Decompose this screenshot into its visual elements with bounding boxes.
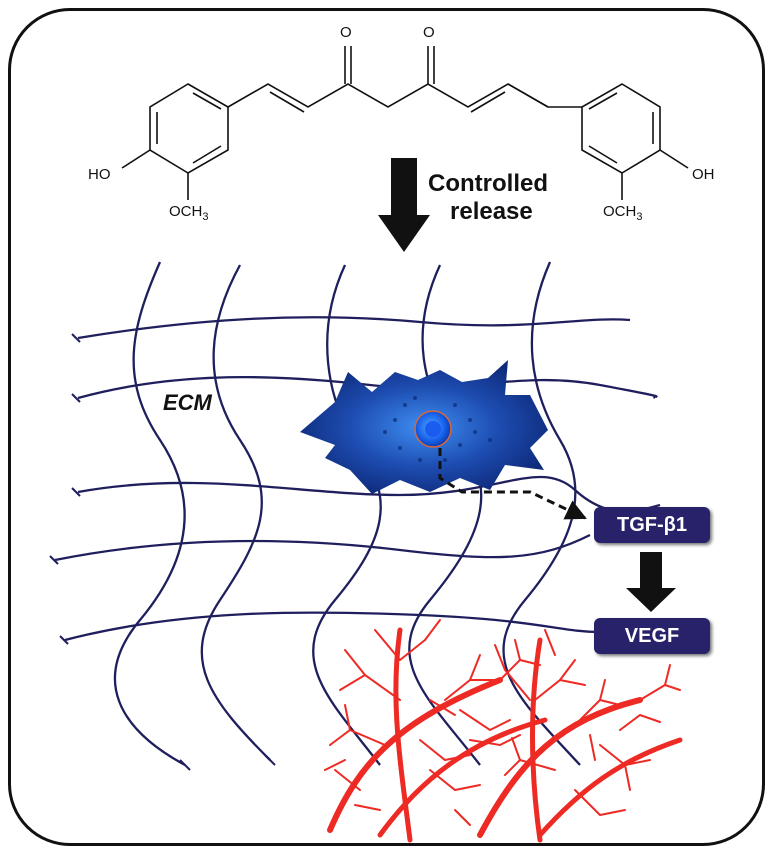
ecm-fiber-v3: [312, 264, 382, 766]
fiber-end-ticks: [49, 333, 276, 771]
ecm-fiber-network: [54, 261, 661, 767]
ecm-fiber-v1: [113, 261, 186, 767]
methoxy-left-sub: 3: [202, 211, 209, 223]
vessel-trunk-right-2: [537, 737, 683, 838]
ecm-label: ECM: [163, 390, 212, 415]
hydroxyl-right: OH: [692, 166, 715, 183]
ecm-fiber-h1: [77, 316, 631, 340]
diagram-frame: [8, 8, 765, 846]
methoxy-right: OCH3: [603, 203, 643, 223]
methoxy-left-main: OCH: [169, 203, 203, 220]
controlled-release-line1: Controlled: [428, 170, 548, 197]
ecm-fiber-v5: [502, 261, 581, 766]
vessel-trunk-left-1: [327, 677, 503, 833]
blood-vessels: [324, 619, 683, 843]
vessel-trunk-right-1: [477, 697, 643, 838]
ecm-fiber-v2: [200, 264, 271, 761]
methoxy-left: OCH3: [169, 203, 209, 223]
right-benzene-ring: [581, 83, 661, 174]
carbonyl-oxygen-right: O: [423, 24, 435, 41]
ecm-fiber-h5: [64, 611, 601, 642]
tgf-to-vegf-arrow: [626, 552, 676, 612]
curcumin-structure: [121, 46, 689, 200]
release-arrow: [378, 158, 430, 252]
vessel-vertical-right: [530, 637, 543, 843]
controlled-release-label: Controlled release: [428, 170, 548, 226]
ecm-fiber-h4: [54, 533, 591, 562]
vegf-box: VEGF: [594, 618, 710, 654]
methoxy-right-main: OCH: [603, 203, 637, 220]
hydroxyl-left: HO: [88, 166, 111, 183]
controlled-release-line2: release: [450, 198, 533, 225]
signal-arrow: [438, 448, 587, 520]
ecm-fiber-v4: [408, 264, 483, 766]
carbonyl-oxygen-left: O: [340, 24, 352, 41]
vessel-trunk-left-2: [377, 717, 548, 838]
tgf-beta1-box: TGF-β1: [594, 507, 710, 543]
cell: [300, 360, 548, 494]
methoxy-right-sub: 3: [636, 211, 643, 223]
left-benzene-ring: [149, 83, 229, 174]
